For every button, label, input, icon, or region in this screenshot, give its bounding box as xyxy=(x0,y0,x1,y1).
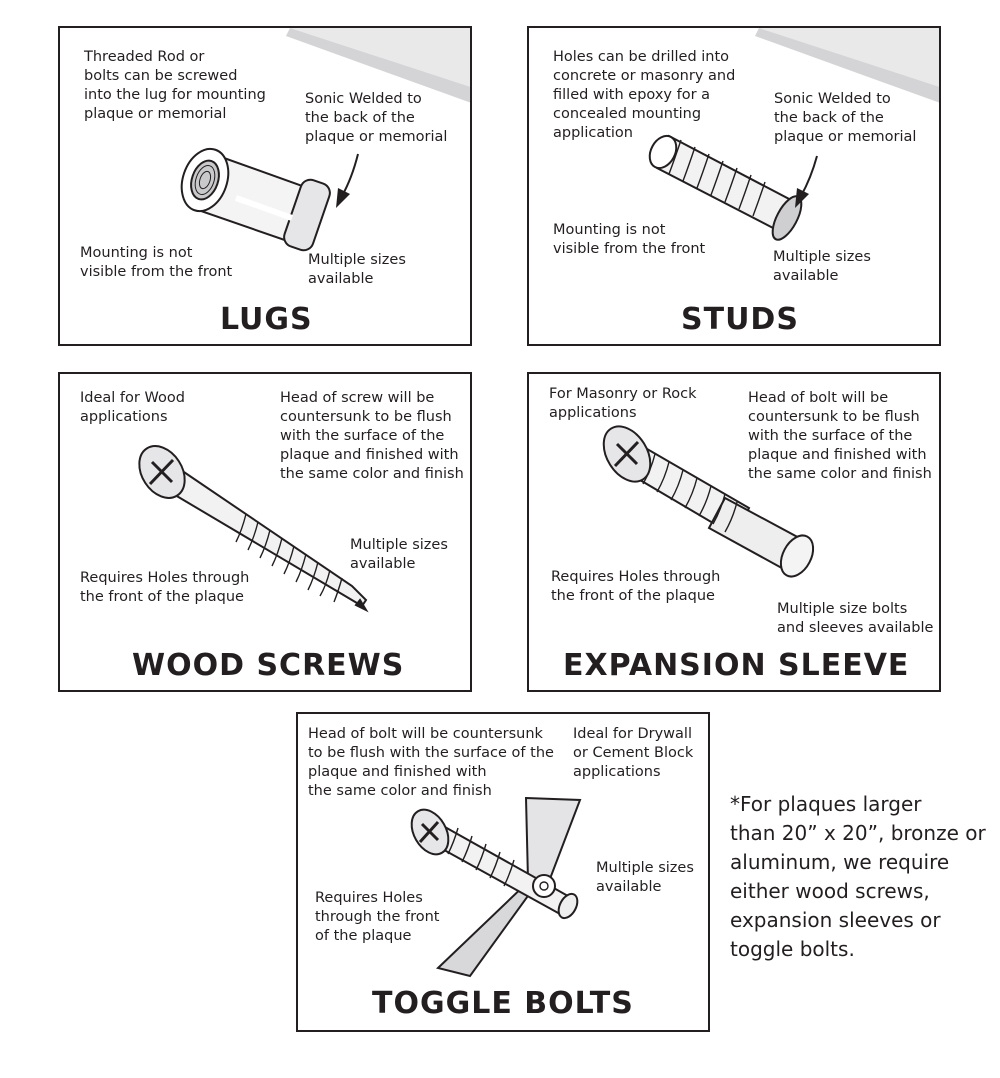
exp-for-note: For Masonry or Rock applications xyxy=(549,386,697,421)
studs-illustration xyxy=(529,28,939,344)
studs-holes-note: Holes can be drilled into concrete or ma… xyxy=(553,49,736,141)
toggle-head-note: Head of bolt will be countersunk to be f… xyxy=(308,726,554,799)
expansion-sleeve-illustration xyxy=(602,425,815,578)
studs-panel: Holes can be drilled into concrete or ma… xyxy=(527,26,941,346)
wood-sizes-note: Multiple sizes available xyxy=(350,537,448,572)
exp-sizes-note: Multiple size bolts and sleeves availabl… xyxy=(777,601,934,636)
lugs-sizes-note: Multiple sizes available xyxy=(308,252,406,287)
lugs-welded-note: Sonic Welded to the back of the plaque o… xyxy=(305,91,448,145)
toggle-bolts-title: TOGGLE BOLTS xyxy=(372,986,634,1021)
lugs-panel: Threaded Rod or bolts can be screwed int… xyxy=(58,26,472,346)
studs-welded-note: Sonic Welded to the back of the plaque o… xyxy=(774,91,917,145)
toggle-bolts-panel: Head of bolt will be countersunk to be f… xyxy=(296,712,710,1032)
exp-head-note: Head of bolt will be countersunk to be f… xyxy=(748,390,932,482)
toggle-requires-note: Requires Holes through the front of the … xyxy=(315,890,440,944)
toggle-sizes-note: Multiple sizes available xyxy=(596,860,694,895)
studs-sizes-note: Multiple sizes available xyxy=(773,249,871,284)
studs-mounting-note: Mounting is not visible from the front xyxy=(553,222,706,257)
exp-requires-note: Requires Holes through the front of the … xyxy=(551,569,721,604)
toggle-bolt-illustration xyxy=(410,796,582,978)
lugs-title: LUGS xyxy=(220,302,313,337)
lugs-mounting-note: Mounting is not visible from the front xyxy=(80,245,233,280)
lugs-illustration xyxy=(60,28,470,344)
wood-ideal-note: Ideal for Wood applications xyxy=(80,390,185,425)
wood-requires-note: Requires Holes through the front of the … xyxy=(80,570,250,605)
wood-screws-title: WOOD SCREWS xyxy=(132,648,405,683)
footnote: *For plaques larger than 20” x 20”, bron… xyxy=(730,792,986,961)
studs-title: STUDS xyxy=(681,302,799,337)
expansion-sleeve-title: EXPANSION SLEEVE xyxy=(563,648,910,683)
wood-screw-illustration xyxy=(138,445,369,613)
expansion-sleeve-panel: For Masonry or Rock applications Head of… xyxy=(527,372,941,692)
toggle-ideal-note: Ideal for Drywall or Cement Block applic… xyxy=(573,726,694,780)
lugs-threaded-note: Threaded Rod or bolts can be screwed int… xyxy=(84,49,266,122)
wood-screws-panel: Ideal for Wood applications Head of scre… xyxy=(58,372,472,692)
wood-head-note: Head of screw will be countersunk to be … xyxy=(280,390,464,482)
